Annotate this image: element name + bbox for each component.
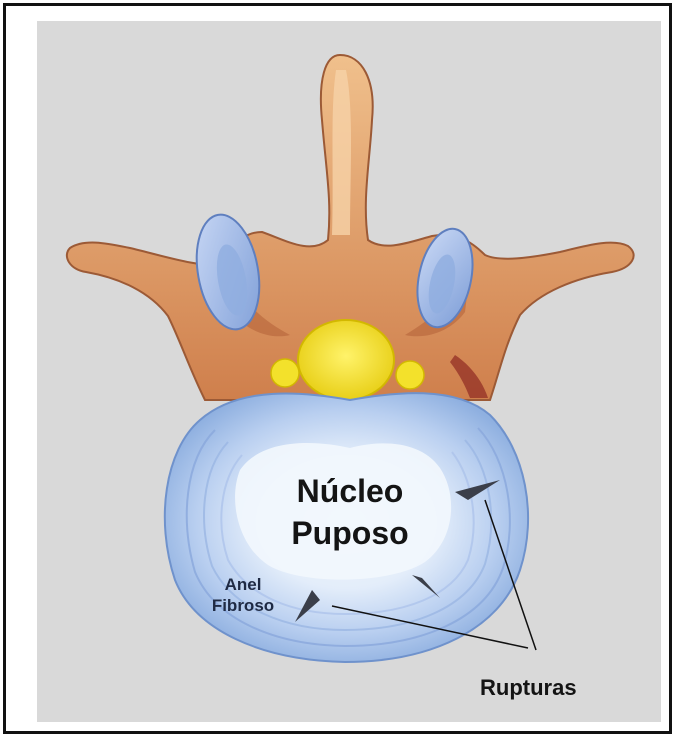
nucleus-label-line2: Puposo	[260, 512, 440, 554]
nerve-root-right	[396, 361, 424, 389]
annulus-label: Anel Fibroso	[200, 574, 286, 616]
nucleus-label-line1: Núcleo	[260, 470, 440, 512]
spinous-process-shade	[332, 70, 351, 235]
nucleus-label: Núcleo Puposo	[260, 470, 440, 554]
ruptures-label: Rupturas	[480, 675, 577, 701]
spinal-cord	[298, 320, 394, 400]
annulus-label-line1: Anel	[200, 574, 286, 595]
annulus-label-line2: Fibroso	[200, 595, 286, 616]
nerve-root-left	[271, 359, 299, 387]
